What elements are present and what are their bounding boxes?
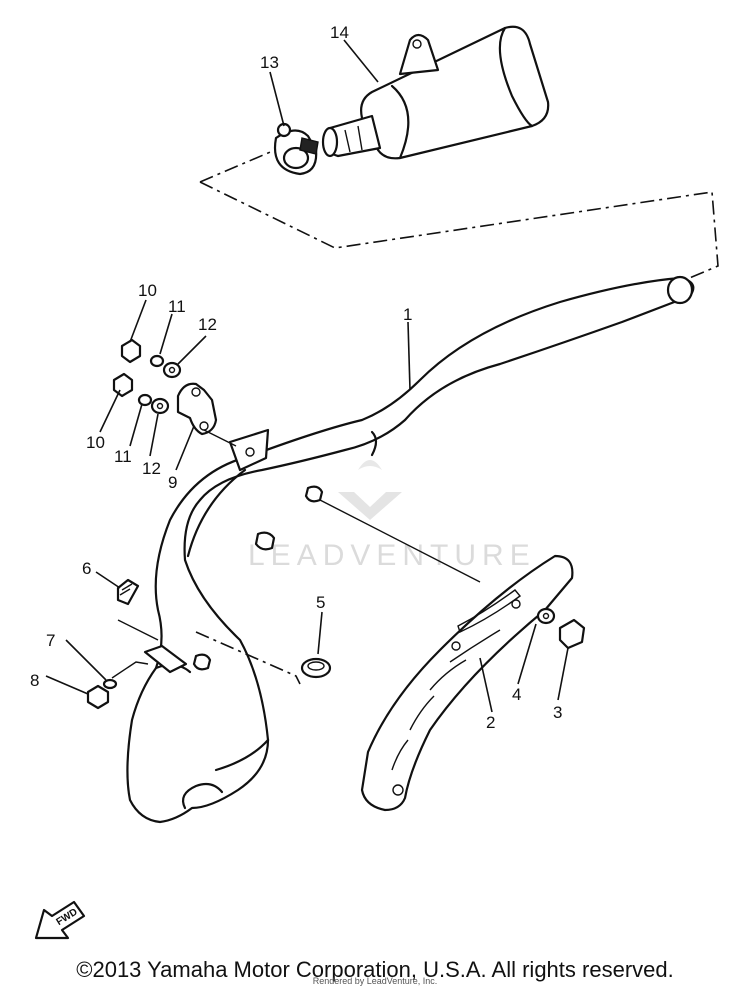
watermark-text: LEADVENTURE xyxy=(248,539,536,572)
fwd-arrow-icon: FWD xyxy=(34,900,86,940)
part-label-13: 13 xyxy=(260,53,279,72)
part-label-4: 4 xyxy=(512,685,521,704)
clamp xyxy=(273,122,319,176)
part-label-9: 9 xyxy=(168,473,177,492)
part-label-3: 3 xyxy=(553,703,562,722)
stud-bolt-6 xyxy=(116,578,140,606)
nut-8 xyxy=(86,684,110,710)
guide-line-4 xyxy=(203,429,237,447)
heat-protector xyxy=(360,554,574,812)
washer-12-upper xyxy=(162,361,182,379)
part-label-14: 14 xyxy=(330,23,349,42)
leadventure-watermark: LEADVENTURE xyxy=(248,460,536,572)
part-label-11-upper: 11 xyxy=(168,297,186,316)
bolt-3 xyxy=(558,618,586,650)
gasket-5 xyxy=(300,657,332,679)
part-label-12-upper: 12 xyxy=(198,315,217,334)
part-label-8: 8 xyxy=(30,671,39,690)
copyright-notice: ©2013 Yamaha Motor Corporation, U.S.A. A… xyxy=(76,957,674,982)
washer-4 xyxy=(536,607,556,625)
silencer xyxy=(321,25,550,160)
bolt-10-upper xyxy=(120,338,142,364)
guide-line-5 xyxy=(111,661,149,679)
leader-lines xyxy=(45,39,569,713)
rendered-by-credit: Rendered by LeadVenture, Inc. xyxy=(312,976,438,986)
guide-line-1 xyxy=(319,499,481,583)
part-label-5: 5 xyxy=(316,593,325,612)
part-label-1: 1 xyxy=(403,305,412,324)
spring-washer-11-upper xyxy=(149,354,165,368)
part-label-10-lower: 10 xyxy=(86,433,105,452)
guide-line-3 xyxy=(195,631,301,685)
part-label-10-upper: 10 xyxy=(138,281,157,300)
part-label-12-lower: 12 xyxy=(142,459,161,478)
spring-washer-11-lower xyxy=(137,393,153,407)
exhaust-pipe xyxy=(126,275,695,824)
part-label-11-lower: 11 xyxy=(114,447,132,466)
bracket xyxy=(176,382,218,436)
assembly-outline xyxy=(199,181,719,283)
part-label-2: 2 xyxy=(486,713,495,732)
part-label-6: 6 xyxy=(82,559,91,578)
assembly-outline-2 xyxy=(199,149,276,183)
guide-line-2 xyxy=(117,619,159,641)
bolt-10-lower xyxy=(112,372,134,398)
washer-12-lower xyxy=(150,397,170,415)
part-label-7: 7 xyxy=(46,631,55,650)
washer-7 xyxy=(102,678,118,690)
